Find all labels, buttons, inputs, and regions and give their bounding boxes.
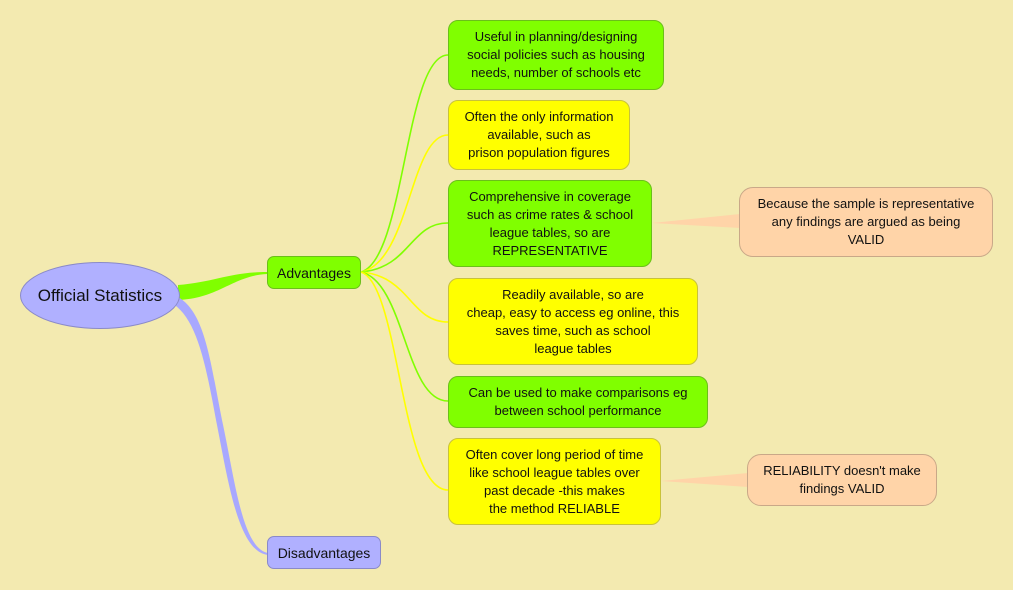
callout-wedge-2 [661, 473, 748, 487]
link-adv-child-1 [360, 54, 449, 273]
link-adv-child-4 [360, 271, 449, 323]
link-adv-child-5 [360, 271, 449, 402]
root-node[interactable]: Official Statistics [20, 262, 180, 329]
node-text: Can be used to make comparisons eg betwe… [468, 385, 688, 418]
callout-text: Because the sample is representative any… [757, 196, 975, 247]
link-adv-child-6 [360, 271, 449, 491]
link-adv-child-2 [360, 134, 449, 273]
node-text: Often cover long period of time like sch… [465, 446, 644, 516]
callout-reliability[interactable]: RELIABILITY doesn't make findings VALID [747, 454, 937, 506]
node-text: Useful in planning/designing social poli… [467, 29, 645, 80]
root-label: Official Statistics [37, 285, 163, 305]
branch-label: Disadvantages [277, 544, 371, 561]
advantage-node-1[interactable]: Useful in planning/designing social poli… [448, 20, 664, 90]
callout-wedge-1 [652, 214, 740, 228]
branch-advantages[interactable]: Advantages [267, 256, 361, 289]
node-text: Often the only information available, su… [464, 109, 614, 160]
callout-text: RELIABILITY doesn't make findings VALID [763, 463, 921, 496]
link-root-disadvantages [170, 296, 268, 555]
node-text: Readily available, so are cheap, easy to… [466, 286, 680, 356]
callout-validity[interactable]: Because the sample is representative any… [739, 187, 993, 257]
advantage-node-3[interactable]: Comprehensive in coverage such as crime … [448, 180, 652, 267]
branch-disadvantages[interactable]: Disadvantages [267, 536, 381, 569]
advantage-node-4[interactable]: Readily available, so are cheap, easy to… [448, 278, 698, 365]
link-root-advantages [178, 272, 267, 300]
advantage-node-6[interactable]: Often cover long period of time like sch… [448, 438, 661, 525]
node-text: Comprehensive in coverage such as crime … [466, 188, 634, 258]
link-adv-child-3 [360, 222, 449, 273]
advantage-node-2[interactable]: Often the only information available, su… [448, 100, 630, 170]
branch-label: Advantages [277, 264, 351, 281]
advantage-node-5[interactable]: Can be used to make comparisons eg betwe… [448, 376, 708, 428]
